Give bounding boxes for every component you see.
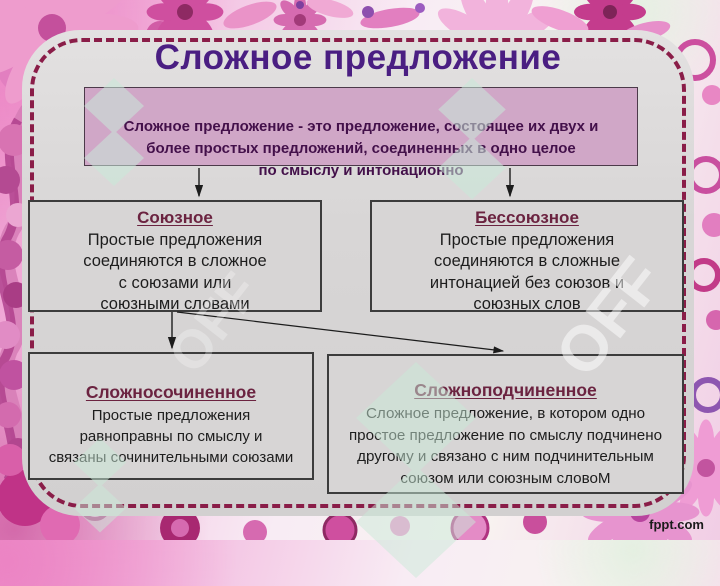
definition-box: Сложное предложение - это предложение, с… xyxy=(84,87,638,179)
box-slozhnosochinennoe-body: Простые предложения равноправны по смысл… xyxy=(48,407,294,466)
box-slozhnosochinennoe-heading: Сложносочиненное xyxy=(85,382,257,402)
fppt-footer-watermark: fppt.com xyxy=(649,517,704,532)
box-bessoyuznoe-body: Простые предложения соединяются в сложны… xyxy=(429,231,625,314)
box-slozhnosochinennoe: Сложносочиненное Простые предложения рав… xyxy=(28,352,314,480)
box-soyuznoe-body: Простые предложения соединяются в сложно… xyxy=(83,231,267,314)
slide-title: Сложное предложение xyxy=(154,38,562,77)
slide-content-area: Сложное предложение Сложное предложение … xyxy=(22,30,694,516)
box-bessoyuznoe-heading: Бессоюзное xyxy=(475,208,579,227)
box-bessoyuznoe: Бессоюзное Простые предложения соединяют… xyxy=(370,200,684,313)
box-slozhnopodchinennoe-body: Сложное предложение, в котором одно прос… xyxy=(348,405,663,487)
box-slozhnopodchinennoe: Сложноподчиненное Сложное предложение, в… xyxy=(327,354,684,494)
box-soyuznoe-heading: Союзное xyxy=(137,208,213,227)
box-soyuznoe: Союзное Простые предложения соединяются … xyxy=(28,200,322,313)
box-slozhnopodchinennoe-heading: Сложноподчиненное xyxy=(414,380,597,400)
